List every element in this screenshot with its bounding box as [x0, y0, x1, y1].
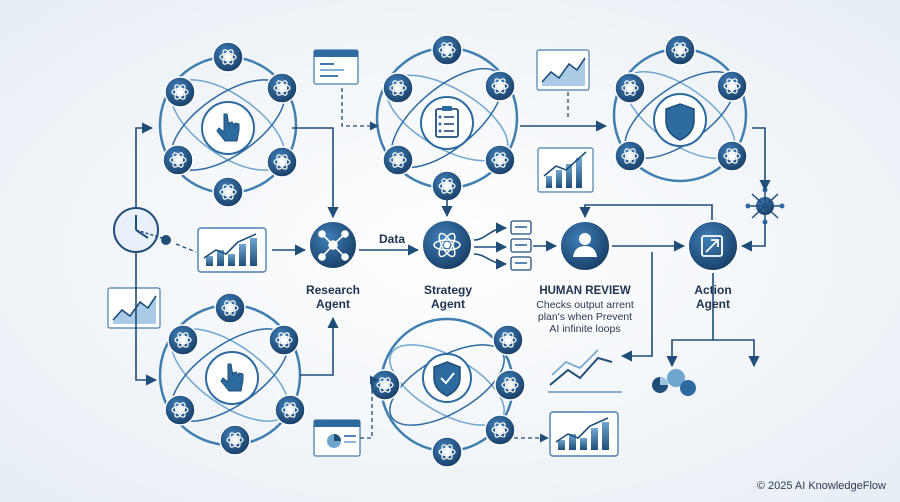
- human-review-label: HUMAN REVIEW: [539, 285, 631, 297]
- research-agent-label-line1: Research: [305, 283, 361, 297]
- strategy-agent-label-line1: Strategy: [423, 283, 473, 297]
- output-list-icon: [510, 220, 532, 271]
- bar-chart-icon: [197, 227, 267, 273]
- dashboard-panel-icon: [313, 419, 361, 457]
- cluster-research-bottom: [158, 292, 306, 456]
- connectors: [135, 120, 771, 386]
- line-chart-icon: [536, 49, 590, 91]
- trend-chart-icon: [548, 349, 622, 393]
- data-label: Data: [378, 232, 405, 246]
- arrow-up-right-icon: [701, 235, 723, 257]
- line-chart-icon: [107, 287, 161, 329]
- human-review-description: Checks output arrent plan's when Prevent…: [520, 299, 650, 335]
- bar-chart-icon: [537, 147, 594, 193]
- action-agent-node: [687, 220, 739, 272]
- data-bubbles-icon: [652, 369, 696, 396]
- human-review-description-line3: AI infinite loops: [549, 323, 621, 336]
- checklist-icon: [435, 106, 459, 138]
- cluster-security-top: [612, 34, 748, 183]
- network-hub-icon: [745, 187, 785, 225]
- clock-icon: [113, 207, 171, 253]
- satellite-network-icon: [212, 41, 244, 73]
- human-review-description-line2: plan's when Prevent: [537, 311, 633, 324]
- research-agent-node: [308, 220, 358, 270]
- strategy-agent-label-line2: Agent: [431, 296, 465, 311]
- action-agent-label-line2: Agent: [696, 296, 730, 311]
- action-agent-label: Action Agent: [653, 283, 773, 312]
- person-icon: [573, 233, 597, 257]
- cluster-strategy-bottom: [369, 317, 526, 468]
- strategy-agent-label: Strategy Agent: [388, 283, 508, 312]
- network-icon: [318, 230, 349, 261]
- strategy-agent-node: [421, 219, 473, 271]
- copyright-text: © 2025 AI KnowledgeFlow: [756, 480, 886, 492]
- research-agent-label-line2: Agent: [316, 296, 350, 311]
- pointer-hand-icon: [216, 113, 240, 142]
- atom-icon: [433, 232, 461, 258]
- shield-check-icon: [433, 361, 461, 397]
- dashed-connectors: [175, 88, 569, 443]
- window-panel-icon: [313, 49, 359, 85]
- research-agent-label: Research Agent: [273, 283, 393, 312]
- shield-icon: [665, 103, 695, 141]
- human-review-description-line1: Checks output arrent: [536, 299, 634, 311]
- bar-chart-icon: [549, 411, 619, 457]
- action-agent-label-line1: Action: [694, 283, 732, 297]
- pointer-hand-icon: [220, 363, 244, 392]
- cluster-strategy-top: [375, 34, 519, 202]
- cluster-research-top: [158, 41, 298, 208]
- human-review-node: [559, 220, 611, 272]
